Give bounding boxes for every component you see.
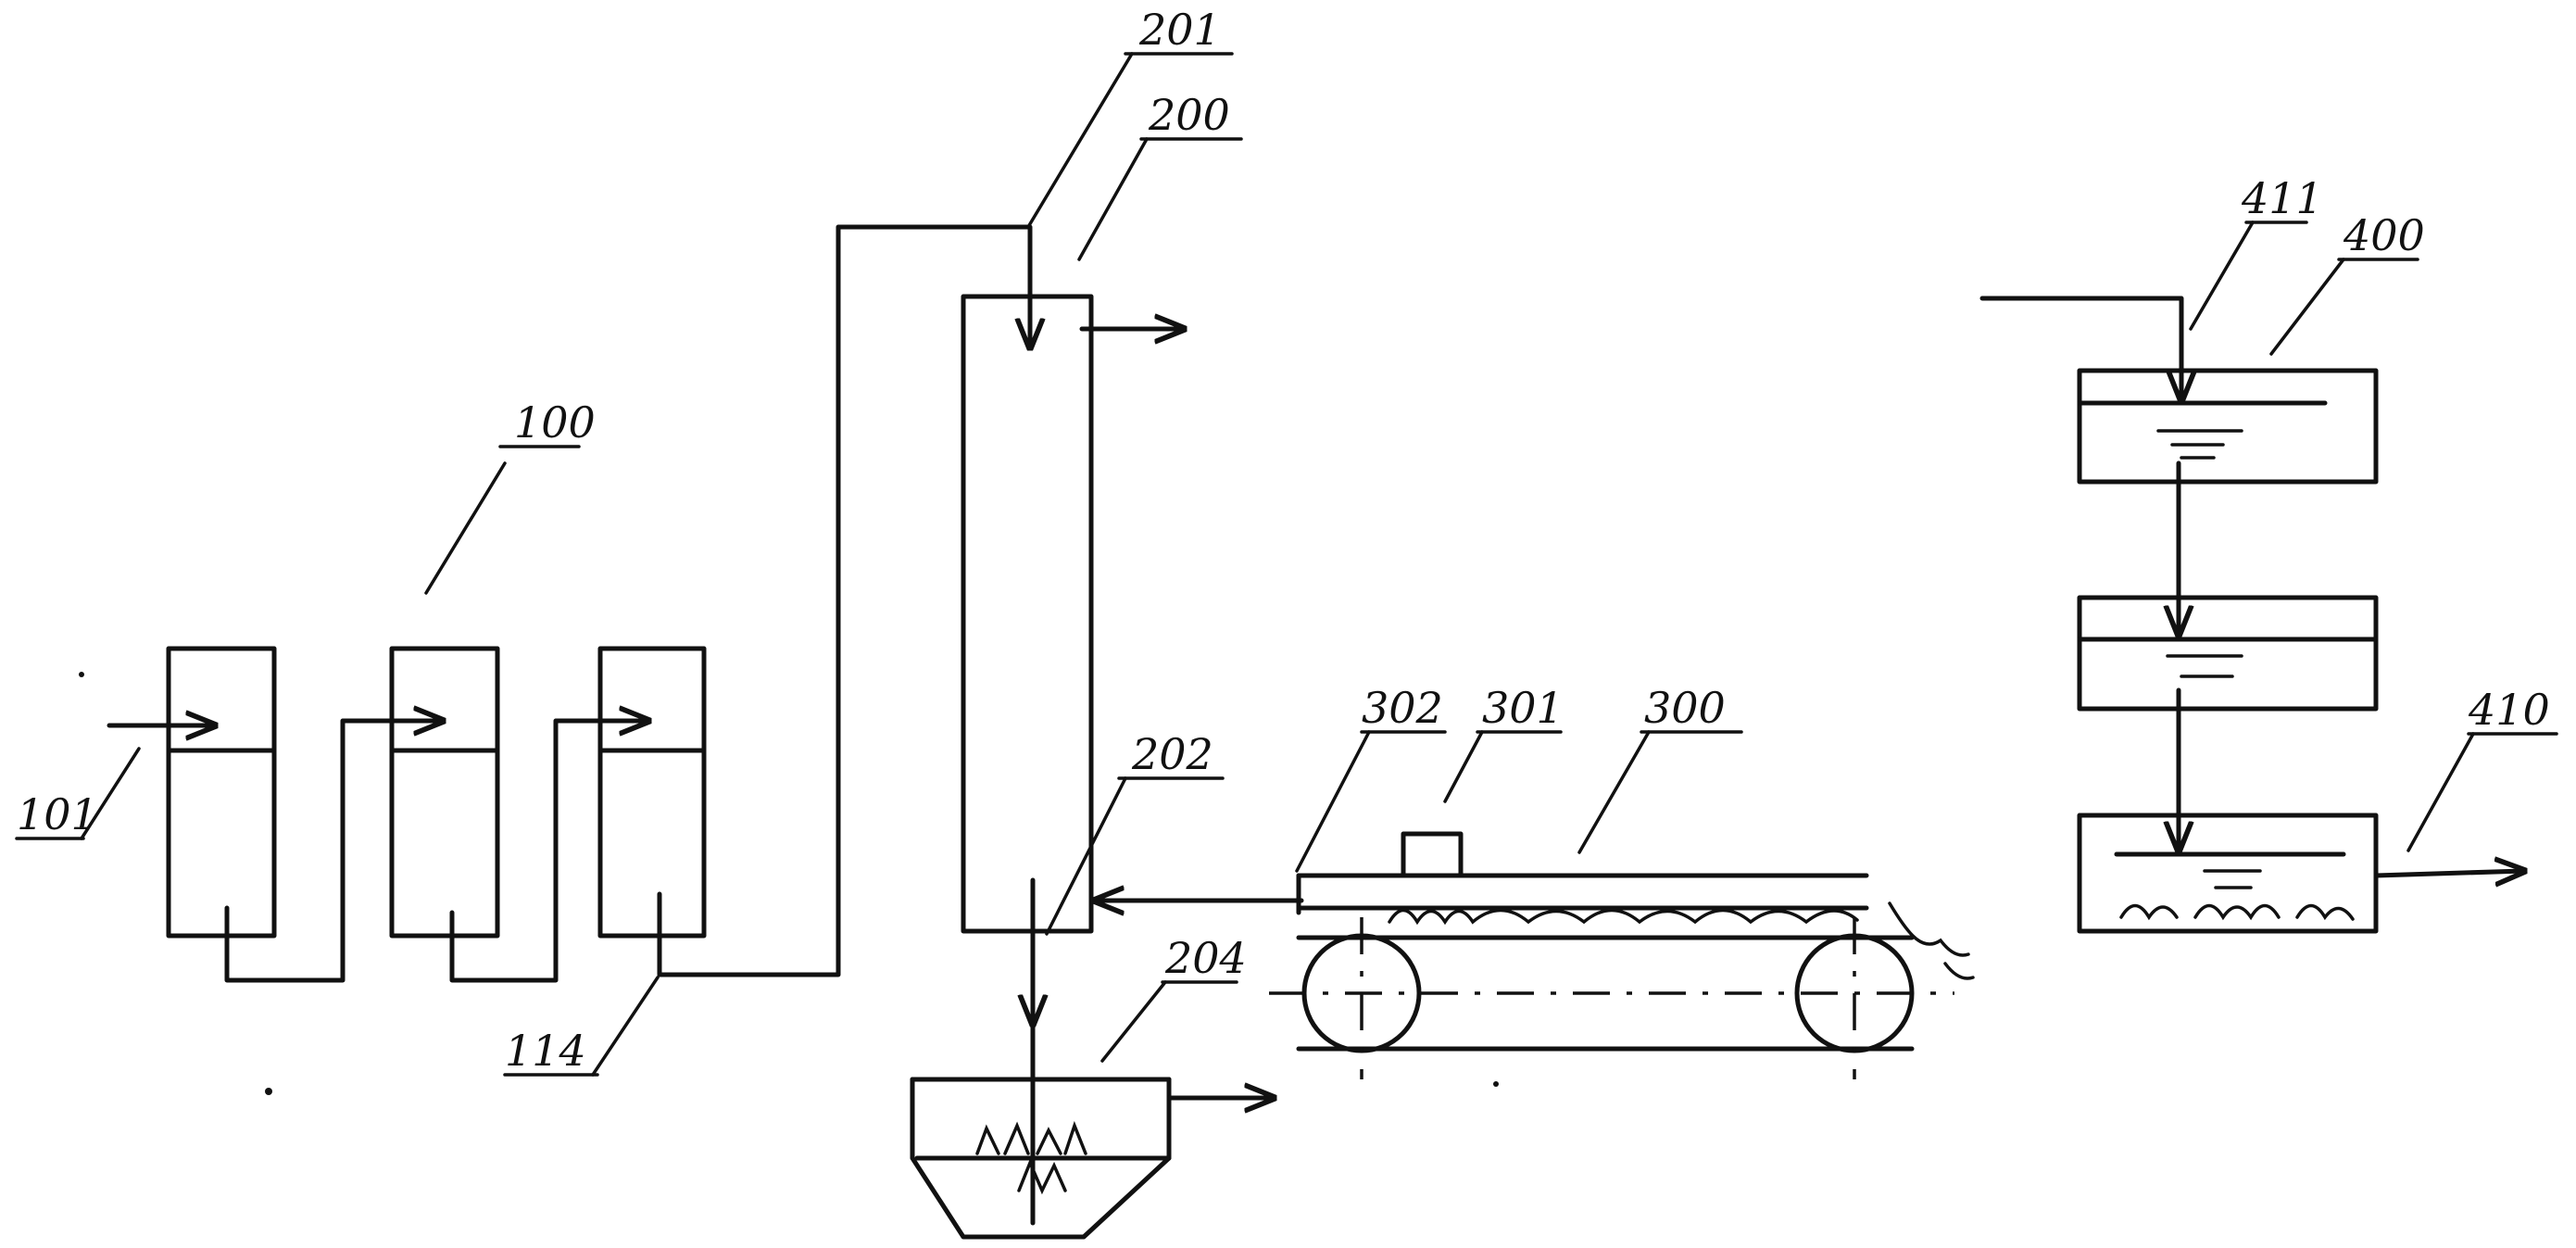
label-400: 400 <box>2343 210 2425 260</box>
column-200 <box>961 294 1304 1024</box>
leader-100 <box>424 461 507 595</box>
label-202: 202 <box>1131 729 1213 779</box>
label-301: 301 <box>1482 683 1564 733</box>
label-100: 100 <box>514 397 596 448</box>
scan-dot <box>79 672 84 677</box>
tank-2 <box>389 646 500 939</box>
leader-411 <box>2189 221 2255 331</box>
reference-labels: 100 101 114 201 200 202 204 302 301 300 … <box>17 5 2550 1076</box>
leader-201 <box>1026 52 1134 229</box>
bottom-tank-outlet-arrow <box>2373 871 2524 876</box>
leader-204 <box>1100 980 1167 1063</box>
label-114: 114 <box>505 1026 586 1076</box>
water-tank-bottom <box>2077 813 2379 934</box>
label-411: 411 <box>2241 173 2323 223</box>
label-410: 410 <box>2468 685 2550 735</box>
label-300: 300 <box>1644 683 1726 733</box>
bottom-tank-sediment <box>2119 903 2355 921</box>
scan-dot <box>265 1088 272 1095</box>
label-204: 204 <box>1164 933 1247 983</box>
label-201: 201 <box>1138 5 1221 55</box>
water-tank-top <box>2077 368 2379 485</box>
pipe-tank1-tank2 <box>224 721 443 983</box>
top-inlet-pipe <box>1979 296 2181 400</box>
hopper-204 <box>910 1021 1274 1240</box>
leader-301 <box>1443 730 1484 803</box>
water-tank-group-400 <box>1979 296 2524 934</box>
leader-300 <box>1577 730 1651 854</box>
label-101: 101 <box>17 789 98 839</box>
scan-dot <box>1493 1081 1499 1087</box>
tank-3 <box>597 646 707 939</box>
leader-202 <box>1045 776 1127 936</box>
belt-conveyor-300 <box>1269 831 1975 1079</box>
leader-101 <box>80 747 141 840</box>
pipe-tank2-tank3 <box>449 721 648 983</box>
conveyor-sludge <box>1388 901 1975 980</box>
pipe-to-column <box>657 224 1030 977</box>
leader-114 <box>591 976 660 1077</box>
tank-group-100 <box>107 224 1030 983</box>
tank-1 <box>166 646 277 939</box>
water-tank-middle <box>2077 595 2379 712</box>
leader-302 <box>1295 730 1371 873</box>
label-302: 302 <box>1362 683 1443 733</box>
scraper-301 <box>1401 831 1464 878</box>
hopper-sludge <box>975 1120 1087 1195</box>
leader-410 <box>2406 732 2475 852</box>
label-200: 200 <box>1148 90 1230 140</box>
leader-200 <box>1077 137 1149 261</box>
leader-lines <box>15 52 2558 1077</box>
leader-400 <box>2269 258 2345 356</box>
